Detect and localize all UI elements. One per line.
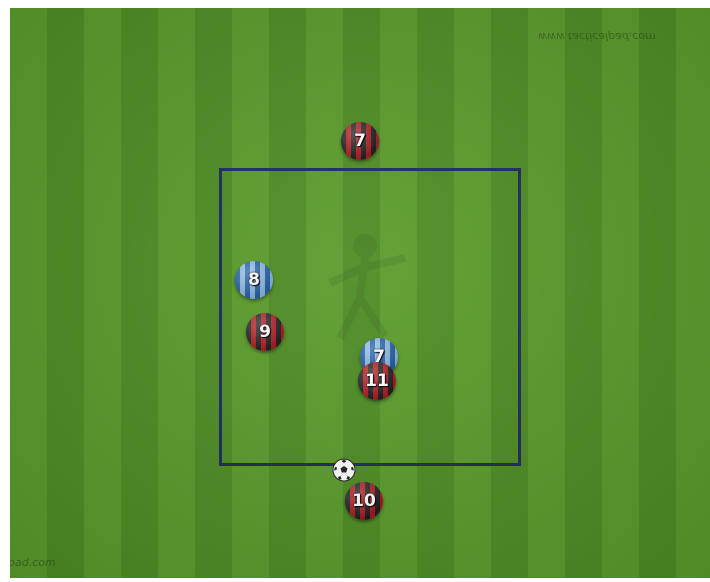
player-red-9[interactable]: 9: [246, 313, 284, 351]
watermark-bottom: pad.com: [10, 556, 56, 569]
player-number: 8: [248, 270, 260, 290]
player-number: 10: [352, 491, 376, 511]
player-number: 11: [365, 371, 389, 391]
player-red-7[interactable]: 7: [341, 122, 379, 160]
player-number: 9: [259, 322, 271, 342]
player-blue-8[interactable]: 8: [235, 261, 273, 299]
pitch: www.tacticalpad.com pad.com 7 8 9 7 11 1…: [10, 8, 710, 578]
watermark-top: www.tacticalpad.com: [538, 30, 656, 43]
player-number: 7: [354, 131, 366, 151]
player-red-10[interactable]: 10: [345, 482, 383, 520]
player-red-11[interactable]: 11: [358, 362, 396, 400]
soccer-ball-icon[interactable]: [332, 458, 356, 482]
